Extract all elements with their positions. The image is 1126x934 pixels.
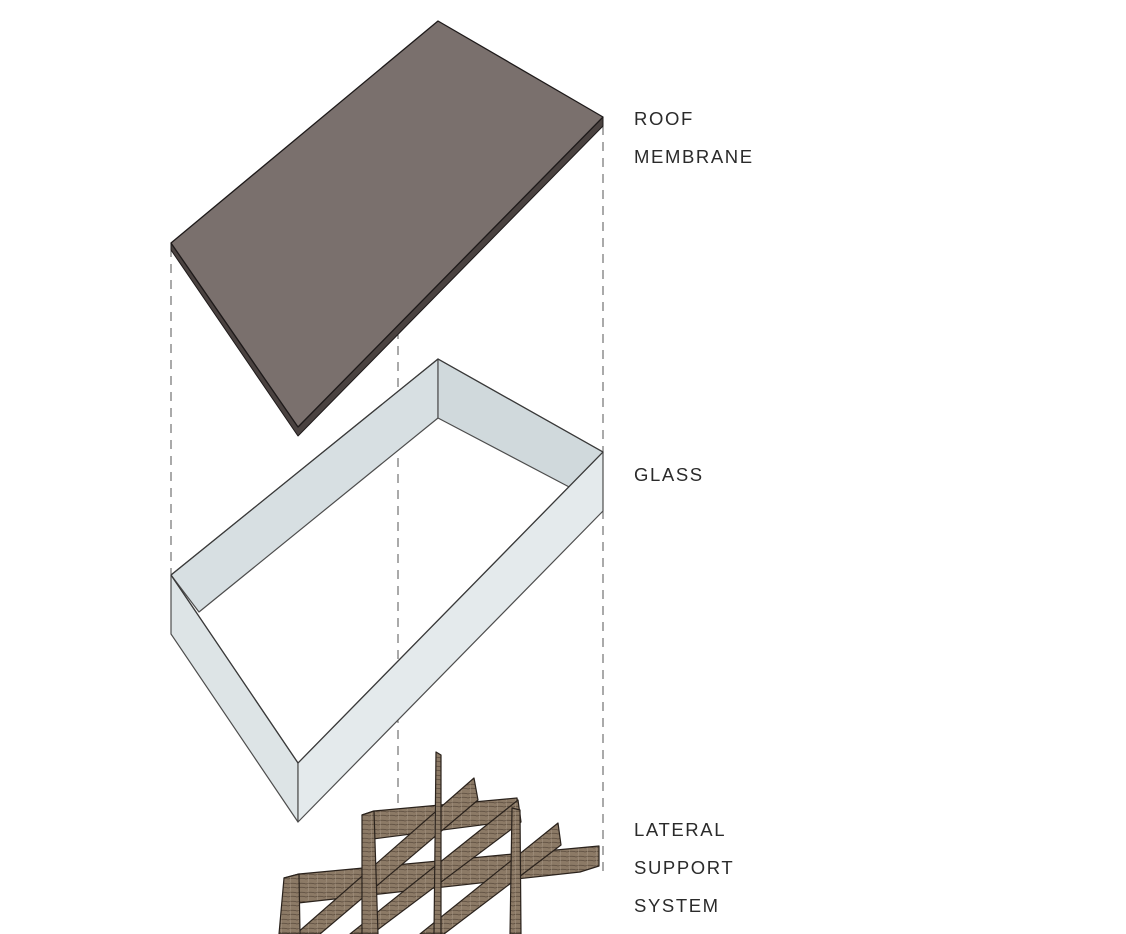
glass-front-wall-right (297, 451, 604, 823)
timber-beam (361, 810, 379, 934)
timber-beam (509, 807, 522, 934)
label-line: ROOF (634, 108, 694, 129)
lateral-support-layer (278, 751, 600, 934)
glass-top-rim (170, 358, 604, 764)
glass-enclosure-layer (170, 358, 604, 823)
glass-back-wall-right (437, 358, 604, 490)
roof-membrane-layer (170, 20, 604, 437)
label-line: LATERAL (634, 819, 727, 840)
label-line: SYSTEM (634, 895, 720, 916)
label-line: GLASS (634, 464, 704, 485)
label-line: SUPPORT (634, 857, 735, 878)
timber-beam (278, 873, 301, 934)
glass-front-wall-left (170, 574, 299, 823)
timber-beam (433, 751, 442, 934)
lateral-support-system-label: LATERAL SUPPORT SYSTEM (634, 811, 734, 925)
roof-membrane-label: ROOF MEMBRANE (634, 100, 754, 176)
timber-beam (295, 777, 479, 934)
roof-membrane-top (170, 20, 604, 428)
label-line: MEMBRANE (634, 146, 754, 167)
glass-label: GLASS (634, 456, 704, 494)
